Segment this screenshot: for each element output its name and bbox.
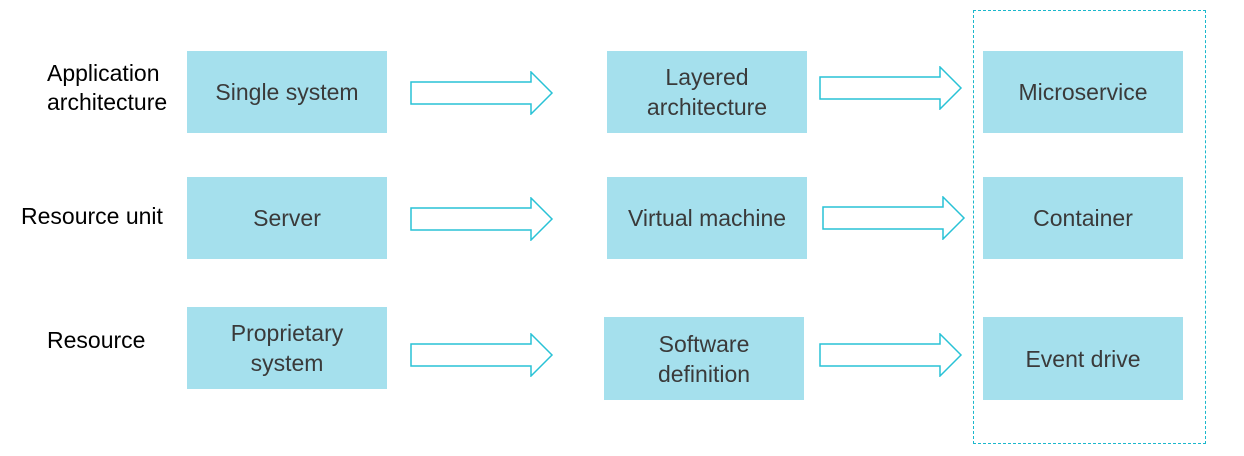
stage-box-microservice: Microservice bbox=[983, 51, 1183, 133]
right-arrow-icon bbox=[822, 196, 966, 240]
target-column-dashed-frame bbox=[973, 10, 1206, 444]
stage-box-software-definition: Software definition bbox=[604, 317, 804, 400]
right-arrow-icon bbox=[819, 66, 963, 110]
stage-text: Microservice bbox=[1018, 79, 1148, 105]
stage-text: Proprietary bbox=[230, 320, 344, 346]
stage-box-single-system: Single system bbox=[187, 51, 387, 133]
stage-box-server: Server bbox=[187, 177, 387, 259]
stage-text: definition bbox=[657, 360, 751, 387]
stage-box-proprietary-system: Proprietary system bbox=[187, 307, 387, 389]
stage-box-layered-architecture: Layered architecture bbox=[607, 51, 807, 133]
row-label-line: Resource bbox=[47, 327, 146, 353]
right-arrow-icon bbox=[410, 197, 554, 241]
right-arrow-icon bbox=[819, 333, 963, 377]
row-label-line: architecture bbox=[47, 89, 168, 115]
stage-text: Event drive bbox=[1025, 345, 1141, 372]
stage-text: Virtual machine bbox=[627, 205, 787, 231]
stage-text: architecture bbox=[646, 94, 768, 120]
row-label-application-architecture: Application architecture bbox=[47, 59, 167, 117]
row-label-line: Resource unit bbox=[21, 203, 163, 229]
row-label-resource: Resource bbox=[47, 326, 145, 355]
stage-box-container: Container bbox=[983, 177, 1183, 259]
stage-text: Container bbox=[1033, 205, 1133, 231]
stage-text: Layered bbox=[665, 64, 749, 90]
stage-text: Single system bbox=[215, 79, 359, 105]
stage-box-event-drive: Event drive bbox=[983, 317, 1183, 400]
stage-text: system bbox=[250, 350, 324, 376]
stage-text: Software bbox=[658, 330, 750, 357]
right-arrow-icon bbox=[410, 333, 554, 377]
row-label-line: Application bbox=[47, 60, 160, 86]
stage-box-virtual-machine: Virtual machine bbox=[607, 177, 807, 259]
stage-text: Server bbox=[253, 205, 321, 231]
right-arrow-icon bbox=[410, 71, 554, 115]
row-label-resource-unit: Resource unit bbox=[21, 202, 163, 231]
